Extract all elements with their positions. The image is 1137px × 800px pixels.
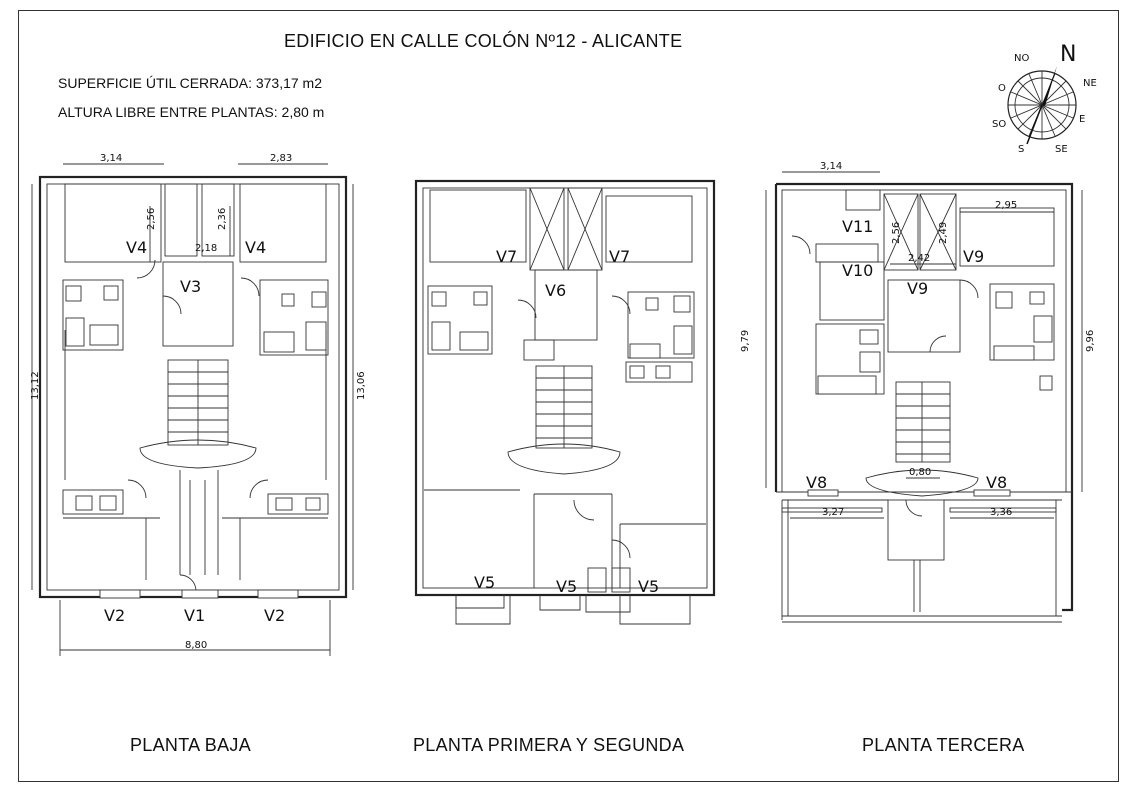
compass-e: E [1079,114,1085,125]
compass-se: SE [1055,144,1068,155]
height-note: ALTURA LIBRE ENTRE PLANTAS: 2,80 m [58,104,325,120]
compass-o: O [998,83,1006,94]
dim-third-bottom-left: 3,27 [822,507,844,518]
surface-note: SUPERFICIE ÚTIL CERRADA: 373,17 m2 [58,75,323,91]
dim-third-mid: 2,42 [908,253,930,264]
compass-no: NO [1014,53,1029,64]
label-v11: V11 [842,217,873,236]
label-v5-middle: V5 [556,577,577,596]
label-v3: V3 [180,277,201,296]
dim-third-vert-b: 2,49 [938,222,949,244]
label-v7-left: V7 [496,247,517,266]
compass-rose: N NO NE O E SO S SE [992,42,1097,155]
dim-third-height-right: 9,96 [1085,330,1096,352]
dim-ground-bottom: 8,80 [185,640,207,651]
dim-third-stair: 0,80 [909,467,931,478]
dim-third-top-left: 3,14 [820,161,842,172]
drawing-title: EDIFICIO EN CALLE COLÓN Nº12 - ALICANTE [284,31,683,51]
dim-ground-vert-b: 2,36 [217,208,228,230]
label-v10: V10 [842,261,873,280]
dim-third-height-left: 9,79 [740,330,751,352]
label-v5-right: V5 [638,577,659,596]
label-v7-right: V7 [609,247,630,266]
compass-so: SO [992,119,1006,130]
label-v9-center: V9 [907,279,928,298]
dim-ground-top-left: 3,14 [100,153,122,164]
dim-third-bottom-right: 3,36 [990,507,1012,518]
label-v1: V1 [184,606,205,625]
dim-third-vert-a: 2,56 [891,222,902,244]
drawing-sheet [18,10,1119,782]
label-v9-right: V9 [963,247,984,266]
dim-ground-top-right: 2,83 [270,153,292,164]
label-v4-right: V4 [245,238,266,257]
plan-first-second-floor: V7 V7 V6 V5 V5 V5 [414,179,716,625]
caption-third-floor: PLANTA TERCERA [862,735,1025,755]
plan-ground-floor: 3,14 2,83 2,56 2,36 2,18 13,12 13,06 8,8… [30,153,367,656]
compass-s: S [1018,144,1024,155]
dim-ground-mid: 2,18 [195,243,217,254]
caption-first-second-floor: PLANTA PRIMERA Y SEGUNDA [413,735,685,755]
dim-ground-height-left: 13,12 [30,371,41,400]
caption-ground-floor: PLANTA BAJA [130,735,252,755]
plan-third-floor: 3,14 2,95 2,56 2,49 2,42 9,79 9,96 3,27 … [740,161,1096,623]
label-v2-left: V2 [104,606,125,625]
compass-n: N [1060,42,1076,67]
label-v6: V6 [545,281,566,300]
compass-ne: NE [1083,78,1097,89]
dim-ground-vert-a: 2,56 [146,208,157,230]
dim-ground-height-right: 13,06 [356,371,367,400]
label-v4-left: V4 [126,238,147,257]
label-v8-left: V8 [806,473,827,492]
label-v8-right: V8 [986,473,1007,492]
label-v5-left: V5 [474,573,495,592]
label-v2-right: V2 [264,606,285,625]
dim-third-top-right: 2,95 [995,200,1017,211]
